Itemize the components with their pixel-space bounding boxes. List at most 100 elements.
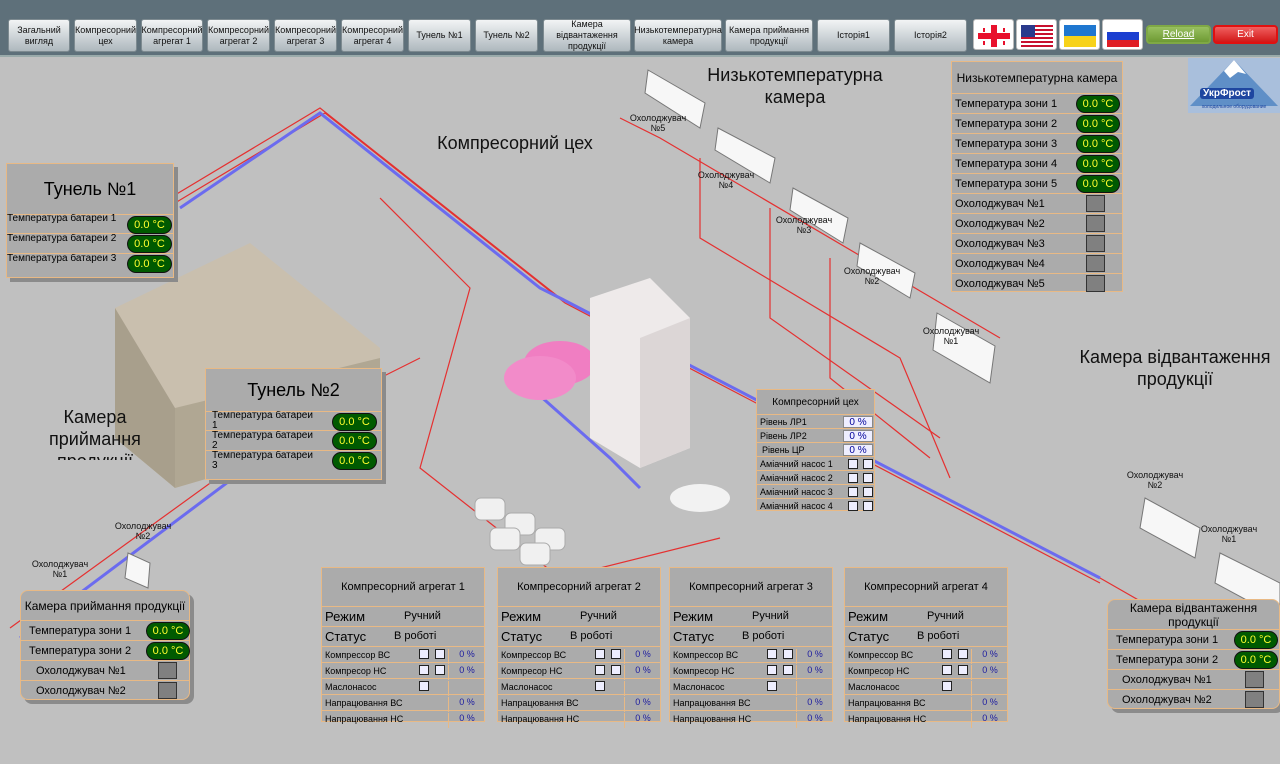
oil-pump-cell <box>448 681 485 696</box>
shipping-chamber-panel: Камера відвантаження продукції Температу… <box>1107 599 1280 709</box>
language-russian-button[interactable] <box>1102 19 1143 50</box>
oil-pump-indicator <box>942 681 952 691</box>
nav-aggregate-3-button[interactable]: Компресорний агрегат 3 <box>274 19 337 52</box>
nav-aggregate-4-button[interactable]: Компресорний агрегат 4 <box>341 19 404 52</box>
nav-history-1-button[interactable]: Історія1 <box>817 19 890 52</box>
nav-compressor-shop-button[interactable]: Компресорний цех <box>74 19 137 52</box>
battery-3-temp: 0.0 °C <box>332 452 377 470</box>
zone-4-temp: 0.0 °C <box>1076 155 1120 173</box>
level-cr-label: Рівень ЦР <box>762 444 805 455</box>
mode-label: Режим <box>501 609 542 624</box>
compressor-lp-pct: 0 % <box>448 665 485 680</box>
oil-pump-cell <box>624 681 661 696</box>
battery-2-temp: 0.0 °C <box>127 235 172 253</box>
cooler-4-indicator <box>1086 255 1105 272</box>
runtime-lp-value: 0 % <box>448 713 485 728</box>
pump-2-indicator-a <box>848 473 858 483</box>
nav-low-temp-chamber-button[interactable]: Низькотемпературна камера <box>634 19 722 52</box>
compressor-hp-label: Компрессор ВС <box>848 650 914 660</box>
receiving-chamber-label: Камера приймання продукції <box>49 407 141 460</box>
runtime-lp-value: 0 % <box>796 713 833 728</box>
shipping-cooler-1-label: Охолоджувач №1 <box>1200 524 1258 544</box>
battery-3-label: Температура батареи 3 <box>7 254 117 264</box>
compressor-hp-pct: 0 % <box>796 649 833 664</box>
nav-shipping-chamber-button[interactable]: Камера відвантаження продукції <box>543 19 631 52</box>
nav-aggregate-1-button[interactable]: Компресорний агрегат 1 <box>141 19 203 52</box>
panel-title: Низькотемпературна камера <box>952 62 1122 94</box>
exit-button[interactable]: Exit <box>1213 25 1278 44</box>
compressor-hp-indicator-b <box>435 649 445 659</box>
flag-ukraine-icon <box>1064 25 1096 47</box>
logo-brand: УкрФрост <box>1200 88 1255 99</box>
mode-label: Режим <box>848 609 889 624</box>
zone-1-temp: 0.0 °C <box>146 622 190 640</box>
pump-4-row: Аміачний насос 4 <box>757 499 874 513</box>
battery-1-label: Температура батареи 1 <box>7 214 117 224</box>
language-ukrainian-button[interactable] <box>1059 19 1100 50</box>
oil-pump-indicator <box>419 681 429 691</box>
panel-title: Компресорний агрегат 4 <box>845 568 1007 607</box>
pump-4-label: Аміачний насос 4 <box>760 501 833 511</box>
language-georgian-button[interactable] <box>973 19 1014 50</box>
cooler-2-indicator <box>1245 691 1264 708</box>
runtime-lp-label: Напрацювання НС <box>501 714 580 724</box>
nav-history-2-button[interactable]: Історія2 <box>894 19 967 52</box>
compressor-lp-indicator-a <box>767 665 777 675</box>
oil-pump-label: Маслонасос <box>501 682 553 692</box>
compressor-lp-label: Компресор НС <box>673 666 735 676</box>
oil-pump-row: Маслонасос <box>322 679 485 696</box>
zone-1-row: Температура зони 1 0.0 °C <box>21 621 190 641</box>
oil-pump-cell <box>796 681 833 696</box>
level-lr1-label: Рівень ЛР1 <box>760 416 807 427</box>
cooler-1-row: Охолоджувач №1 <box>952 194 1122 214</box>
compressor-lp-label: Компресор НС <box>325 666 387 676</box>
pump-3-row: Аміачний насос 3 <box>757 485 874 499</box>
cooler-2-row: Охолоджувач №2 <box>21 681 189 701</box>
reload-button[interactable]: Reload <box>1146 25 1211 44</box>
zone-1-label: Температура зони 1 <box>29 624 132 637</box>
level-lr1-value: 0 % <box>843 416 873 428</box>
oil-pump-row: Маслонасос <box>670 679 833 696</box>
mode-label: Режим <box>325 609 366 624</box>
nav-aggregate-2-button[interactable]: Компресорний агрегат 2 <box>207 19 270 52</box>
shipping-cooler-2-label: Охолоджувач №2 <box>1126 470 1184 490</box>
cooler-3-label: Охолоджувач №3 <box>775 215 833 235</box>
zone-1-temp: 0.0 °C <box>1234 631 1278 649</box>
nav-overview-button[interactable]: Загальний вигляд <box>8 19 70 52</box>
status-label: Статус <box>501 629 543 644</box>
cooler-4-label: Охолоджувач №4 <box>955 257 1045 270</box>
runtime-hp-label: Напрацювання ВС <box>673 698 751 708</box>
level-lr2-label: Рівень ЛР2 <box>760 430 807 441</box>
cooler-5-indicator <box>1086 275 1105 292</box>
nav-tunnel-1-button[interactable]: Тунель №1 <box>408 19 471 52</box>
pump-3-label: Аміачний насос 3 <box>760 486 833 497</box>
level-lr2-value: 0 % <box>843 430 873 442</box>
battery-3-label: Температура батареи 3 <box>212 451 313 471</box>
nav-receiving-chamber-button[interactable]: Камера приймання продукції <box>725 19 813 52</box>
compressor-lp-label: Компресор НС <box>501 666 563 676</box>
flag-usa-icon <box>1021 25 1053 47</box>
nav-tunnel-2-button[interactable]: Тунель №2 <box>475 19 538 52</box>
compressor-lp-indicator-a <box>595 665 605 675</box>
compressor-lp-indicator-b <box>783 665 793 675</box>
pump-2-row: Аміачний насос 2 <box>757 471 874 485</box>
shipping-chamber-label: Камера відвантаження продукції <box>1079 347 1271 389</box>
cooler-5-label: Охолоджувач №5 <box>629 113 687 133</box>
language-english-button[interactable] <box>1016 19 1057 50</box>
